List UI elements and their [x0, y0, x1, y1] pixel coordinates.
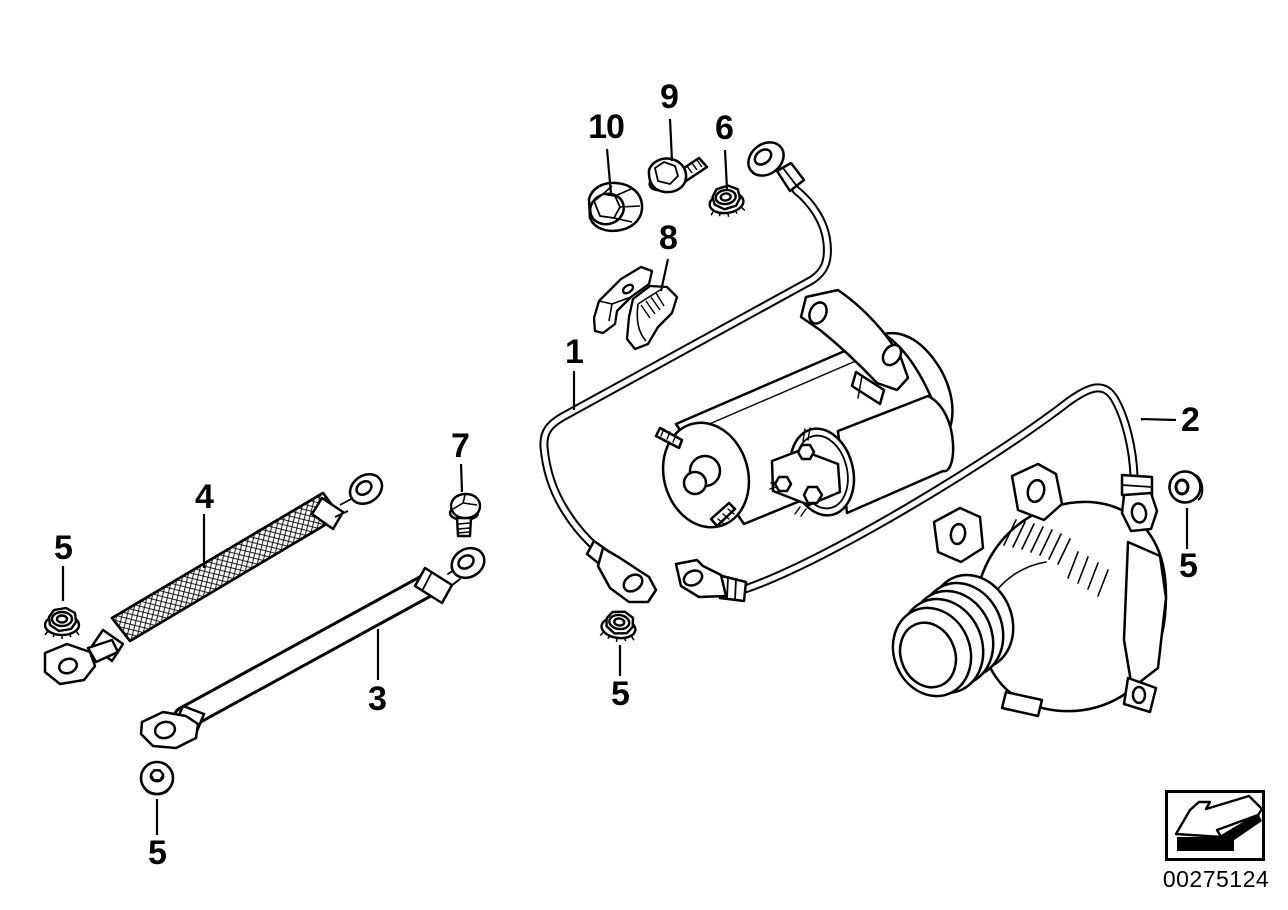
callout-5[interactable]: 5	[54, 529, 73, 567]
callout-9[interactable]: 9	[660, 78, 679, 116]
ground-cable-part3	[139, 546, 486, 750]
earth-strap-part4	[43, 473, 384, 686]
callout-2[interactable]: 2	[1181, 401, 1200, 439]
protective-cap-part10	[587, 181, 644, 233]
grommet-part5-bottom-left	[139, 760, 175, 796]
cable-clips-part8	[592, 265, 679, 351]
hex-bolt-part7	[448, 492, 482, 538]
leader-line-7	[459, 463, 464, 493]
callout-1[interactable]: 1	[565, 333, 584, 371]
leader-line-6	[723, 149, 729, 190]
battery-cable-part1	[536, 141, 835, 604]
callout-10[interactable]: 10	[588, 108, 625, 146]
callout-5[interactable]: 5	[148, 834, 167, 872]
leader-line-9	[668, 118, 674, 162]
leader-line-2	[1140, 417, 1177, 422]
callout-8[interactable]: 8	[659, 219, 678, 257]
diagram-thumbnail-arrow[interactable]	[1165, 790, 1265, 861]
callout-5[interactable]: 5	[611, 675, 630, 713]
alternator-drawing	[891, 462, 1168, 718]
direction-arrow-icon	[1174, 794, 1264, 851]
callout-5[interactable]: 5	[1179, 547, 1198, 585]
callout-7[interactable]: 7	[451, 427, 470, 465]
callout-3[interactable]: 3	[368, 680, 387, 718]
diagram-number: 00275124	[1162, 866, 1270, 892]
alternator-cable-part2	[674, 380, 1159, 603]
callout-4[interactable]: 4	[195, 478, 214, 516]
leader-line-8	[659, 258, 670, 292]
starter-motor-drawing	[654, 288, 955, 529]
hex-bolt-part9	[647, 156, 709, 194]
callout-6[interactable]: 6	[715, 109, 734, 147]
leader-line-10	[605, 148, 613, 195]
grommet-part5-right	[1168, 470, 1204, 504]
